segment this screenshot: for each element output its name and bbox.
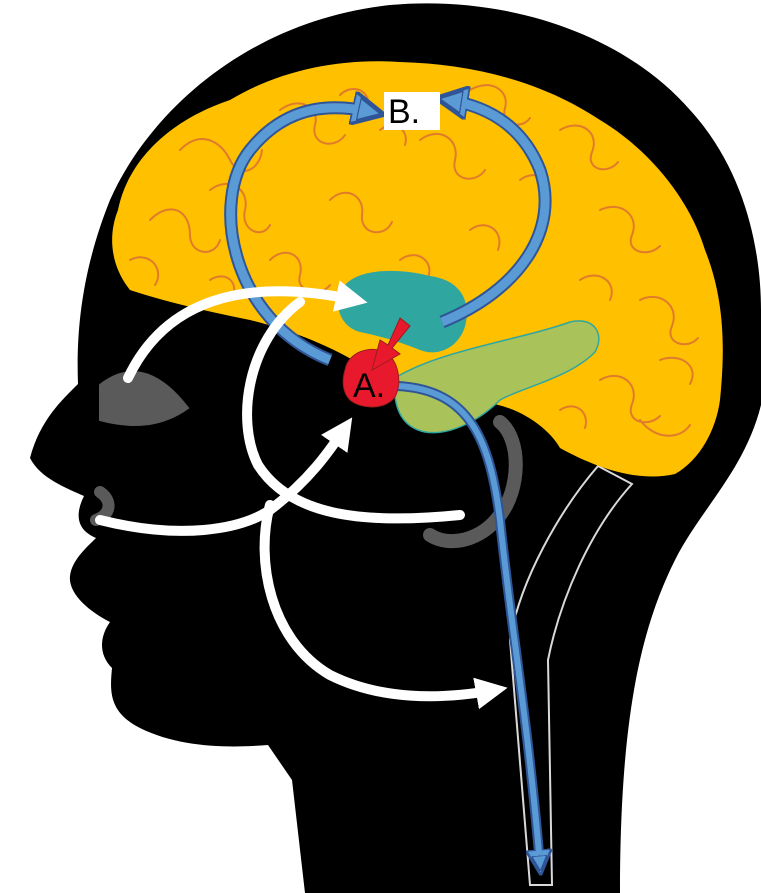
label-a: A. (353, 367, 385, 405)
label-b: B. (388, 93, 420, 131)
